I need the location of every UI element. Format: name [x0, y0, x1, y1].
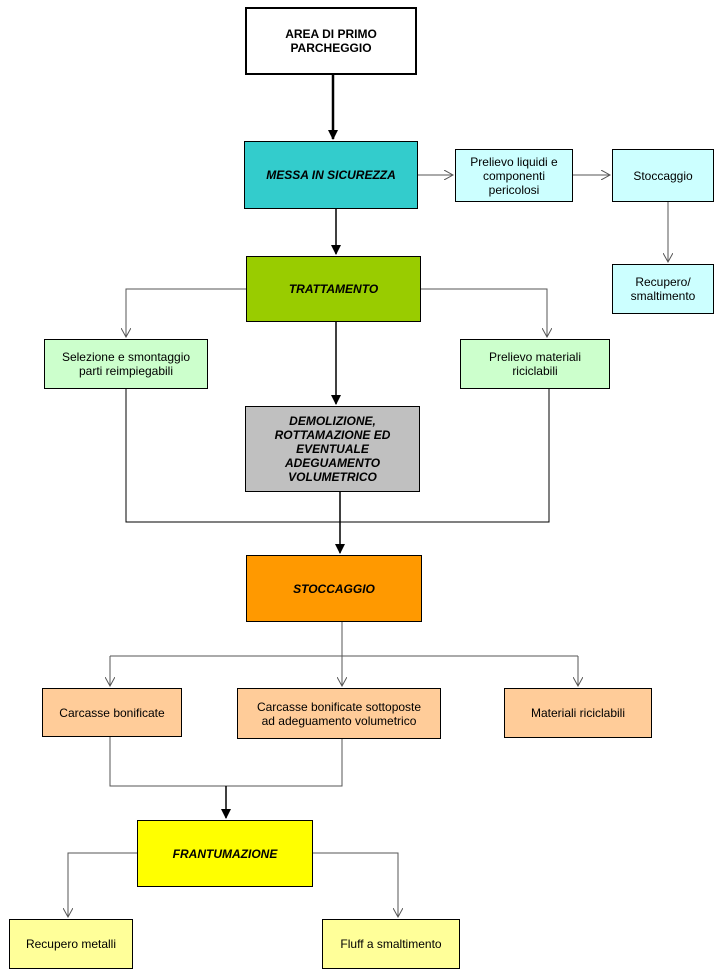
fluff-smaltimento-box: Fluff a smaltimento [322, 919, 460, 969]
carcasse-bonificate-box: Carcasse bonificate [42, 688, 182, 737]
trattamento-box: TRATTAMENTO [246, 256, 421, 322]
connector-selezione-merge [125, 389, 550, 523]
demolizione-box: DEMOLIZIONE, ROTTAMAZIONE ED EVENTUALE A… [245, 406, 420, 492]
stoccaggio-main-box: STOCCAGGIO [246, 555, 422, 622]
connector-carcasse-merge [109, 737, 343, 787]
messa-in-sicurezza-box: MESSA IN SICUREZZA [244, 141, 418, 209]
stoccaggio-box: Stoccaggio [612, 149, 714, 202]
arrow-frantumazione-to-fluff [313, 852, 398, 917]
prelievo-materiali-box: Prelievo materiali riciclabili [460, 339, 610, 389]
arrow-frantumazione-to-recupero-metalli [68, 852, 137, 917]
arrow-trattamento-to-selezione [126, 288, 246, 337]
arrow-trattamento-to-prelievo-materiali [421, 288, 547, 337]
recupero-metalli-box: Recupero metalli [9, 919, 133, 969]
carcasse-sottoposte-box: Carcasse bonificate sottoposte ad adegua… [237, 688, 441, 739]
area-primo-parcheggio-box: AREA DI PRIMO PARCHEGGIO [245, 7, 417, 75]
frantumazione-box: FRANTUMAZIONE [137, 820, 313, 887]
recupero-smaltimento-box: Recupero/ smaltimento [612, 264, 714, 314]
materiali-riciclabili-box: Materiali riciclabili [504, 688, 652, 738]
prelievo-liquidi-box: Prelievo liquidi e componenti pericolosi [455, 149, 573, 202]
selezione-smontaggio-box: Selezione e smontaggio parti reimpiegabi… [44, 339, 208, 389]
